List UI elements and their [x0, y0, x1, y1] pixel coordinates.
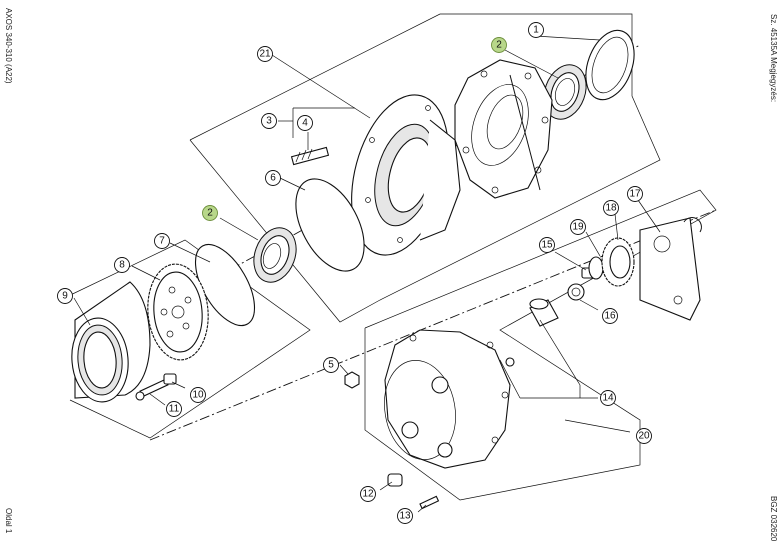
bearing-part-2-upper	[543, 64, 587, 120]
callout-14: 14	[600, 390, 616, 406]
svg-text:11: 11	[169, 404, 180, 415]
callout-21: 21	[257, 46, 273, 62]
svg-text:12: 12	[362, 489, 374, 500]
callout-15: 15	[539, 237, 555, 253]
callout-9: 9	[57, 288, 73, 304]
callout-2-upper: 2	[491, 37, 507, 53]
group-frame-left	[59, 239, 311, 439]
o-ring-part-6	[295, 178, 365, 272]
callout-19: 19	[570, 219, 586, 235]
gear-part-8	[147, 263, 209, 361]
washer-small	[505, 357, 515, 367]
svg-text:2: 2	[496, 40, 502, 51]
svg-text:6: 6	[270, 173, 276, 184]
nut-part-5	[344, 371, 360, 389]
seal-ring-part-1	[585, 29, 635, 101]
svg-text:21: 21	[259, 49, 271, 60]
gear-part-18	[601, 237, 635, 287]
svg-text:10: 10	[192, 390, 204, 401]
callout-8: 8	[114, 257, 130, 273]
svg-text:9: 9	[62, 291, 68, 302]
svg-text:19: 19	[572, 222, 584, 233]
callout-17: 17	[627, 186, 643, 202]
svg-text:2: 2	[207, 208, 213, 219]
callout-10: 10	[190, 387, 206, 403]
svg-text:17: 17	[629, 189, 641, 200]
callout-2-lower: 2	[202, 205, 218, 221]
circlip	[683, 217, 702, 233]
svg-text:4: 4	[302, 118, 308, 129]
bracket-plate-part-17	[639, 217, 701, 321]
ring-gear-part-9	[71, 281, 151, 403]
lower-housing	[384, 329, 511, 469]
callout-1: 1	[528, 22, 544, 38]
svg-text:14: 14	[602, 393, 614, 404]
svg-text:7: 7	[159, 236, 165, 247]
bearing-part-2-lower	[253, 227, 297, 283]
bushing-part-10	[163, 373, 177, 385]
fitting-part-12	[387, 473, 403, 487]
callout-7: 7	[154, 233, 170, 249]
group-frame-21	[189, 13, 661, 323]
callout-18: 18	[603, 200, 619, 216]
callout-16: 16	[602, 308, 618, 324]
svg-text:3: 3	[266, 116, 272, 127]
svg-text:15: 15	[541, 240, 553, 251]
svg-text:5: 5	[328, 360, 334, 371]
group-frame-20	[364, 189, 717, 501]
svg-text:13: 13	[399, 511, 411, 522]
pinion-part-19	[588, 256, 604, 280]
planet-carrier-flange	[351, 94, 461, 256]
stud-bolt-part-4	[290, 146, 330, 166]
callout-11: 11	[166, 401, 182, 417]
svg-text:1: 1	[533, 25, 539, 36]
screw-part-13	[419, 495, 440, 510]
bolt-part-11	[135, 378, 169, 401]
callout-13: 13	[397, 508, 413, 524]
svg-text:16: 16	[604, 311, 616, 322]
callout-12: 12	[360, 486, 376, 502]
callout-3: 3	[261, 113, 277, 129]
callout-6: 6	[265, 170, 281, 186]
callout-20: 20	[636, 428, 652, 444]
callout-5: 5	[323, 357, 339, 373]
leader-lines	[73, 35, 661, 513]
svg-text:20: 20	[638, 431, 650, 442]
svg-text:8: 8	[119, 260, 125, 271]
callout-4: 4	[297, 115, 313, 131]
sleeve-part-14	[529, 298, 559, 327]
washer-part-16	[567, 283, 585, 301]
hub-housing-top	[454, 59, 553, 199]
svg-text:18: 18	[605, 203, 617, 214]
